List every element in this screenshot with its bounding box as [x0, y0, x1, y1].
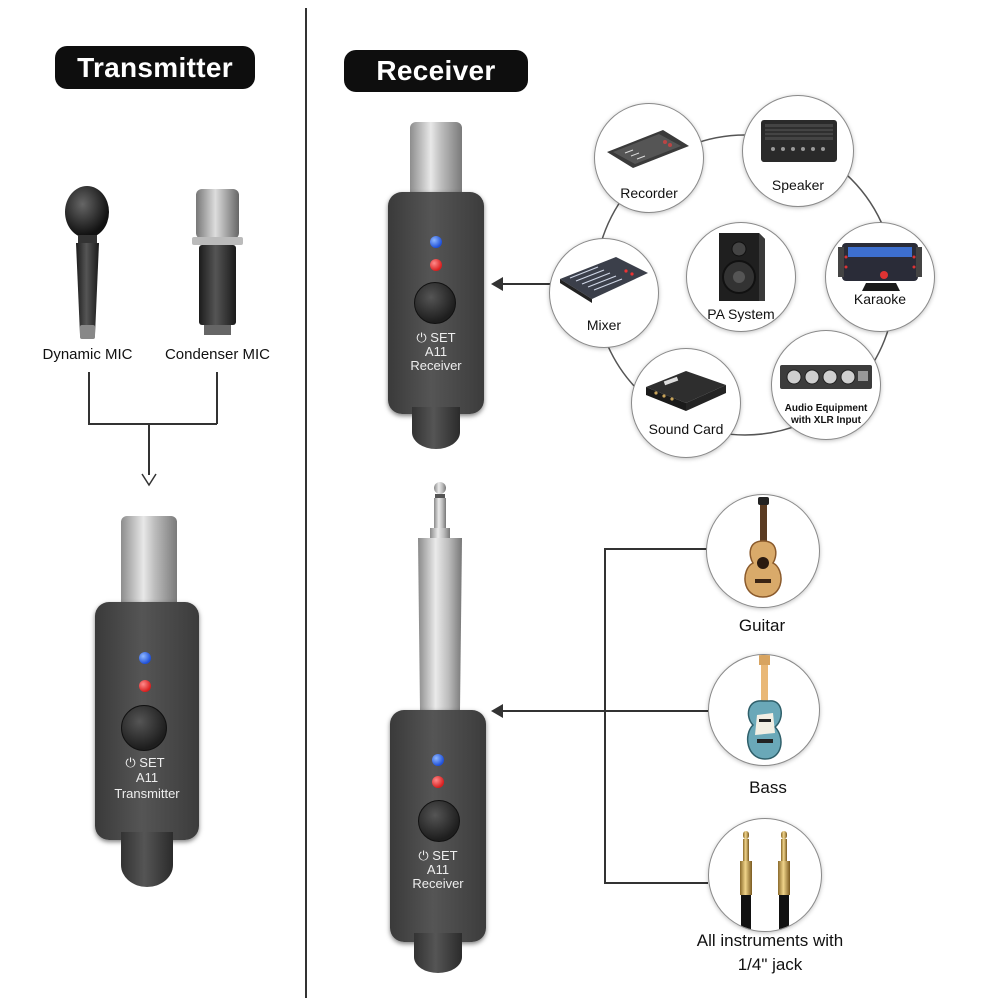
condenser-mic-label: Condenser MIC	[164, 346, 271, 363]
karaoke-circle: Karaoke	[825, 222, 935, 332]
condenser-mic-image	[192, 189, 243, 335]
set-button[interactable]	[414, 282, 456, 324]
bass-icon	[746, 655, 782, 760]
pa-system-circle: PA System	[686, 222, 796, 332]
quarter-inch-plug	[418, 482, 462, 710]
sound-card-circle: Sound Card	[631, 348, 741, 458]
audio-equipment-circle: Audio Equipment with XLR Input	[771, 330, 881, 440]
bluetooth-led	[139, 652, 151, 664]
sound-card-icon	[646, 371, 726, 411]
speaker-circle: Speaker	[742, 95, 854, 207]
all-instruments-label-line2: 1/4" jack	[737, 955, 803, 974]
battery-led	[139, 680, 151, 692]
pa-speaker-icon	[719, 233, 765, 301]
bass-circle	[708, 654, 820, 766]
bass-label: Bass	[749, 778, 787, 797]
mixer-circle: Mixer	[549, 238, 659, 348]
guitar-circle	[706, 494, 820, 608]
connector-line	[88, 423, 217, 425]
battery-led	[432, 776, 444, 788]
arrow-down-icon	[141, 473, 157, 487]
karaoke-icon	[838, 243, 922, 291]
set-button[interactable]	[418, 800, 460, 842]
set-button[interactable]	[121, 705, 167, 751]
guitar-icon	[744, 497, 782, 598]
arrow-left-icon	[491, 704, 503, 718]
connector-line	[88, 372, 90, 424]
transmitter-device: ⏻ SET A11 Transmitter	[95, 510, 205, 890]
recorder-circle: Recorder	[594, 103, 704, 213]
receiver-header: Receiver	[344, 50, 528, 92]
mixer-icon	[560, 257, 648, 303]
speaker-icon	[761, 120, 837, 162]
section-divider	[305, 8, 307, 998]
jack-cable-icon	[740, 831, 790, 929]
connector-line	[148, 423, 150, 475]
connector-line	[604, 882, 708, 884]
connector-line	[500, 710, 708, 712]
all-instruments-label-line1: All instruments with	[696, 931, 844, 950]
receiver-device-bottom: ⏻ SET A11 Receiver	[390, 478, 490, 978]
receiver-device-top: ⏻ SET A11 Receiver	[388, 122, 488, 452]
guitar-label: Guitar	[738, 616, 786, 635]
transmitter-header: Transmitter	[55, 46, 255, 89]
dynamic-mic-label: Dynamic MIC	[42, 346, 133, 363]
connector-line	[604, 548, 606, 882]
bluetooth-led	[430, 236, 442, 248]
arrow-left-icon	[491, 277, 503, 291]
battery-led	[430, 259, 442, 271]
dynamic-mic-image	[65, 186, 109, 339]
connector-line	[604, 548, 708, 550]
connector-line	[500, 283, 550, 285]
connector-line	[216, 372, 218, 424]
instrument-cable-circle	[708, 818, 822, 932]
audio-equipment-icon	[780, 365, 872, 389]
recorder-icon	[607, 130, 689, 168]
bluetooth-led	[432, 754, 444, 766]
